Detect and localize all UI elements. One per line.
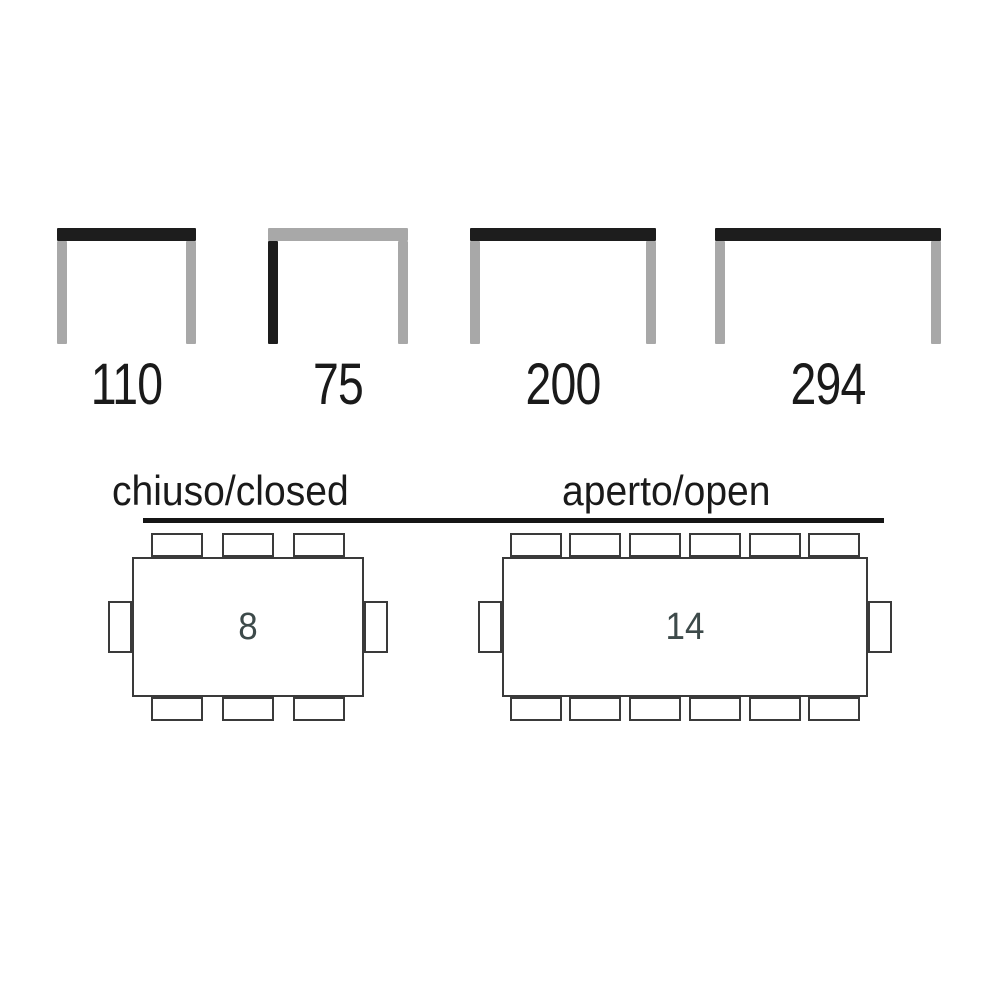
table-leg-right-depth-110 [186, 241, 196, 344]
seat-count-open: 14 [665, 606, 705, 648]
dimension-value-width-closed-200: 200 [525, 352, 601, 417]
dimension-value-width-open-294: 294 [790, 352, 866, 417]
seating-plan-closed: 8 [108, 533, 388, 721]
seat-left-1 [108, 601, 132, 653]
seating-plan-open: 14 [478, 533, 892, 721]
dimension-icon-width-closed-200: 200 [470, 228, 656, 419]
seat-right-1 [364, 601, 388, 653]
seat-count-closed: 8 [238, 606, 258, 648]
seat-top-4 [688, 533, 741, 557]
table-leg-right-height-75 [398, 241, 408, 344]
seat-top-1 [151, 533, 203, 557]
seat-top-5 [748, 533, 801, 557]
seat-top-2 [569, 533, 622, 557]
seat-top-6 [808, 533, 861, 557]
seat-bottom-5 [748, 697, 801, 721]
table-leg-left-width-closed-200 [470, 241, 480, 344]
seat-bottom-6 [808, 697, 861, 721]
caption-aperto-open: aperto/open [562, 467, 771, 514]
table-leg-left-height-75 [268, 241, 278, 344]
dimension-value-height-75: 75 [312, 352, 364, 417]
seat-top-1 [509, 533, 562, 557]
dimension-icon-width-open-294: 294 [715, 228, 941, 419]
dimension-icon-height-75: 75 [268, 228, 408, 419]
seat-bottom-2 [222, 697, 274, 721]
tabletop-bar-width-open-294 [715, 228, 941, 241]
seat-bottom-3 [293, 697, 345, 721]
seat-top-3 [629, 533, 682, 557]
seat-bottom-3 [629, 697, 682, 721]
section-divider-rule [143, 518, 884, 523]
seat-right-1 [868, 601, 892, 653]
table-leg-right-width-closed-200 [646, 241, 656, 344]
seat-bottom-1 [151, 697, 203, 721]
table-leg-left-depth-110 [57, 241, 67, 344]
seat-top-2 [222, 533, 274, 557]
caption-chiuso-closed: chiuso/closed [112, 467, 349, 514]
seat-bottom-1 [509, 697, 562, 721]
seat-top-3 [293, 533, 345, 557]
tabletop-bar-height-75 [268, 228, 408, 241]
table-leg-left-width-open-294 [715, 241, 725, 344]
seat-bottom-4 [688, 697, 741, 721]
seat-bottom-2 [569, 697, 622, 721]
table-outline-closed [132, 557, 364, 697]
dimension-value-depth-110: 110 [90, 352, 163, 417]
table-leg-right-width-open-294 [931, 241, 941, 344]
tabletop-bar-depth-110 [57, 228, 196, 241]
dimension-icon-depth-110: 110 [57, 228, 196, 419]
seat-left-1 [478, 601, 502, 653]
table-outline-open [502, 557, 868, 697]
tabletop-bar-width-closed-200 [470, 228, 656, 241]
